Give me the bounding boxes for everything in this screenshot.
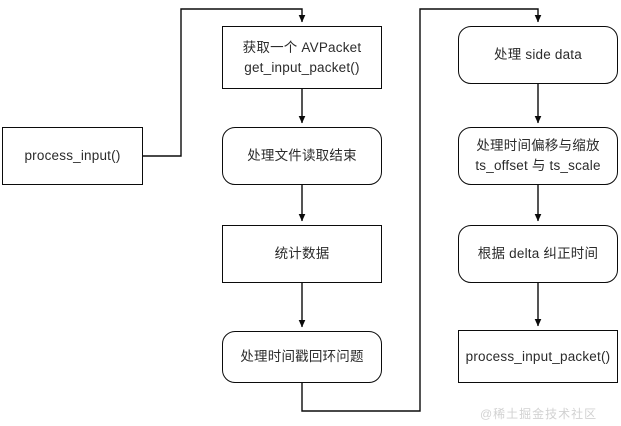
node-side-data[interactable]: 处理 side data [458, 26, 618, 84]
node-file-read-end[interactable]: 处理文件读取结束 [222, 127, 382, 185]
edge-ts-wrap-to-side-data [301, 8, 542, 412]
node-statistics-data[interactable]: 统计数据 [222, 225, 382, 283]
edge-process-input-to-get-packet [143, 8, 306, 157]
node-ts-offset-scale-label: 处理时间偏移与缩放 ts_offset 与 ts_scale [475, 138, 601, 173]
node-process-input-label: process_input() [24, 148, 121, 163]
node-statistics-data-label: 统计数据 [274, 246, 330, 261]
node-file-read-end-label: 处理文件读取结束 [247, 148, 357, 163]
node-delta-correct-time-label: 根据 delta 纠正时间 [477, 246, 599, 261]
node-delta-correct-time[interactable]: 根据 delta 纠正时间 [458, 225, 618, 283]
node-process-input-packet[interactable]: process_input_packet() [458, 330, 618, 383]
watermark: @稀土掘金技术社区 [480, 407, 598, 421]
node-timestamp-wraparound[interactable]: 处理时间戳回环问题 [222, 331, 382, 383]
node-ts-offset-scale[interactable]: 处理时间偏移与缩放 ts_offset 与 ts_scale [458, 127, 618, 185]
node-timestamp-wraparound-label: 处理时间戳回环问题 [240, 349, 364, 364]
node-process-input-packet-label: process_input_packet() [465, 348, 611, 364]
node-process-input[interactable]: process_input() [2, 127, 143, 185]
node-get-input-packet-label: 获取一个 AVPacket get_input_packet() [242, 39, 362, 75]
node-side-data-label: 处理 side data [494, 47, 582, 62]
node-get-input-packet[interactable]: 获取一个 AVPacket get_input_packet() [222, 26, 382, 89]
